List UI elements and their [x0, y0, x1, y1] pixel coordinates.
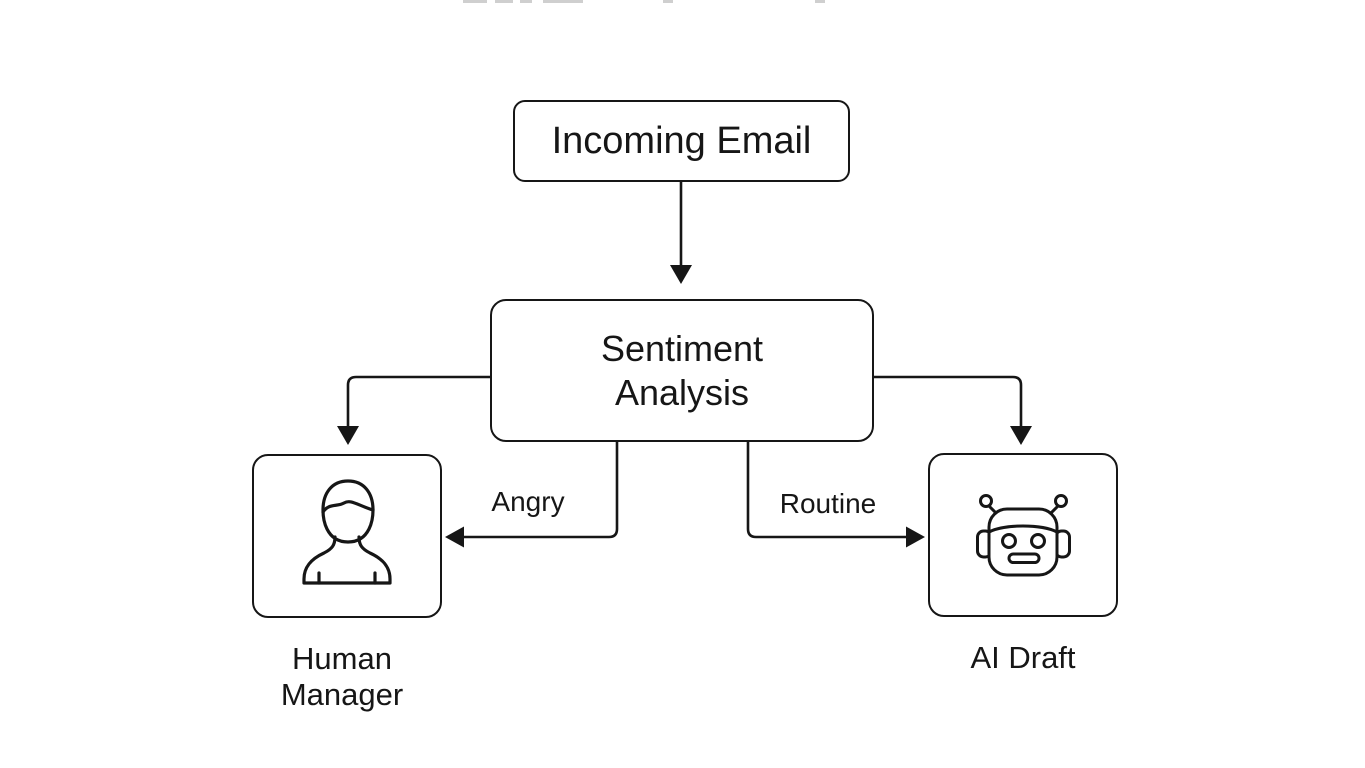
antenna-tip-right — [1053, 494, 1068, 508]
connector-sentiment-to-human-top — [346, 375, 490, 427]
ai-draft-caption: AI Draft — [970, 640, 1076, 675]
artifact-segment — [543, 0, 583, 3]
person-icon — [302, 479, 392, 585]
sentiment-line1: Sentiment — [600, 327, 764, 369]
arrowhead-down-icon — [1010, 426, 1032, 445]
artifact-segment — [463, 0, 487, 3]
arrowhead-left-icon — [445, 526, 464, 548]
connector-sentiment-to-ai-top — [874, 375, 1023, 427]
node-ai-draft — [928, 453, 1118, 617]
arrowhead-down-icon — [337, 426, 359, 445]
sentiment-analysis-label: Sentiment Analysis — [601, 327, 763, 415]
connector-routine — [746, 442, 906, 539]
edge-label-angry: Angry — [491, 486, 565, 517]
sentiment-line2: Analysis — [614, 371, 750, 413]
artifact-segment — [815, 0, 825, 3]
edge-label-routine: Routine — [779, 488, 877, 519]
incoming-email-label: Incoming Email — [551, 119, 812, 162]
robot-icon — [975, 494, 1071, 577]
connector-angry — [464, 442, 619, 539]
robot-visor-seam — [987, 524, 1058, 534]
arrowhead-down-icon — [670, 265, 692, 284]
robot-eye-right — [1029, 533, 1046, 549]
artifact-segment — [663, 0, 673, 3]
robot-eye-left — [1000, 533, 1017, 549]
node-incoming-email: Incoming Email — [513, 100, 850, 182]
artifact-segment — [520, 0, 532, 3]
robot-mouth — [1007, 552, 1040, 564]
arrowhead-right-icon — [906, 526, 925, 548]
human-manager-caption: Human Manager — [280, 641, 404, 712]
node-human-manager — [252, 454, 442, 618]
node-sentiment-analysis: Sentiment Analysis — [490, 299, 874, 442]
artifact-segment — [495, 0, 513, 3]
robot-head — [987, 507, 1058, 577]
antenna-tip-left — [978, 494, 993, 508]
